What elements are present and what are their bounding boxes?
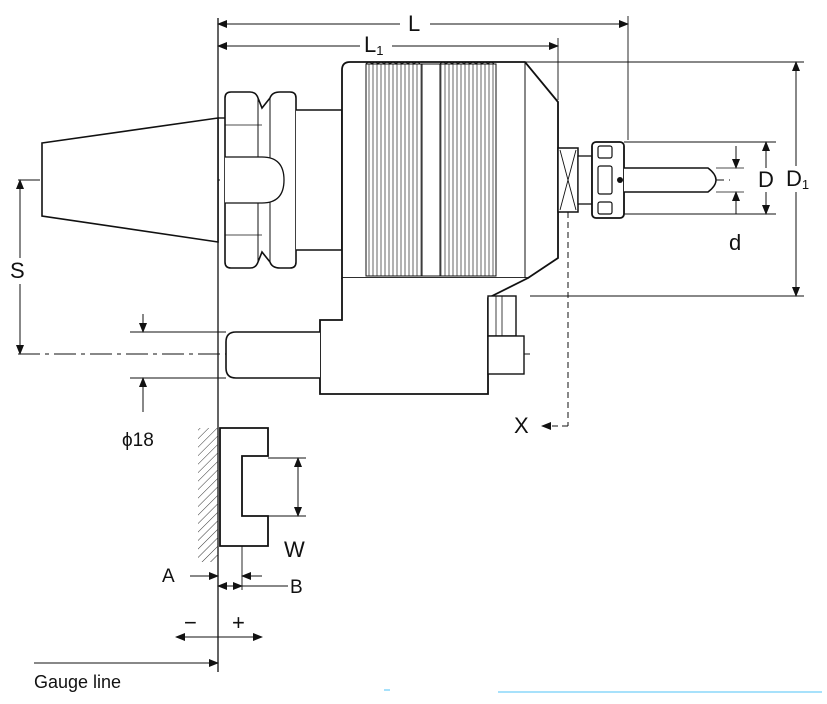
adjust-dial-knurl-right — [439, 63, 497, 277]
dim-label-W: W — [284, 537, 305, 562]
dim-label-X: X — [514, 413, 529, 438]
wall-hatch — [198, 428, 218, 562]
drive-key-slot — [225, 156, 285, 204]
cutting-tool — [624, 167, 717, 193]
dim-label-A: A — [162, 566, 175, 587]
dim-label-L1: L1 — [364, 32, 383, 58]
offset-shaft — [225, 331, 320, 379]
adjust-dial-knurl-left — [365, 63, 423, 277]
dim-label-d: d — [729, 230, 741, 255]
collet-lock-icon — [617, 177, 623, 183]
neck — [296, 109, 343, 251]
taper-shank — [41, 117, 219, 243]
dim-label-D1: D1 — [786, 166, 809, 192]
dim-label-S: S — [10, 258, 25, 283]
gauge-line-label: Gauge line — [34, 672, 121, 692]
dim-label-phi18: ϕ18 — [122, 430, 154, 451]
dim-label-L: L — [408, 11, 420, 36]
sign-minus: − — [184, 610, 197, 635]
dim-label-D: D — [758, 167, 774, 192]
cutter-insert-profile — [219, 427, 269, 547]
dim-label-B: B — [290, 577, 303, 598]
sign-plus: + — [232, 610, 245, 635]
